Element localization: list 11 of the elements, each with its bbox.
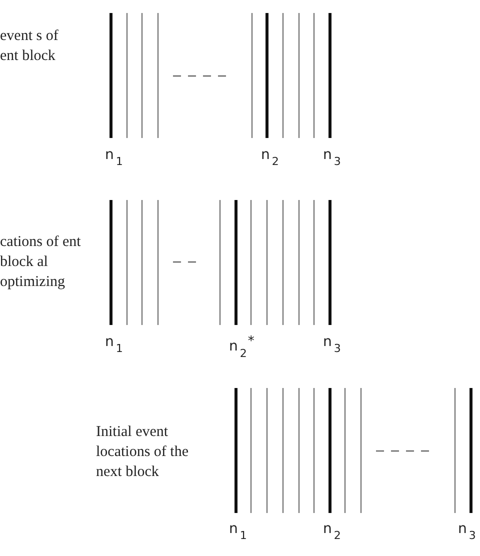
block-description: cations of ent block al optimizing — [0, 233, 82, 292]
event-index-label: n$_{1}$ — [105, 335, 123, 350]
block-description: Initial event locations of the next block — [96, 423, 190, 482]
event-index-label: n$_{3}$ — [323, 148, 341, 163]
event-index-label: n$_{3}$ — [323, 335, 341, 350]
event-index-label: n$_{2}$ — [323, 522, 341, 537]
event-index-label: n$_{2}$ — [261, 148, 279, 163]
event-index-label: n$_{3}$ — [458, 522, 476, 537]
event-index-label: n$_{1}$ — [229, 522, 247, 537]
event-index-label: n$_{1}$ — [105, 148, 123, 163]
block-description: event s of ent block — [0, 27, 60, 66]
